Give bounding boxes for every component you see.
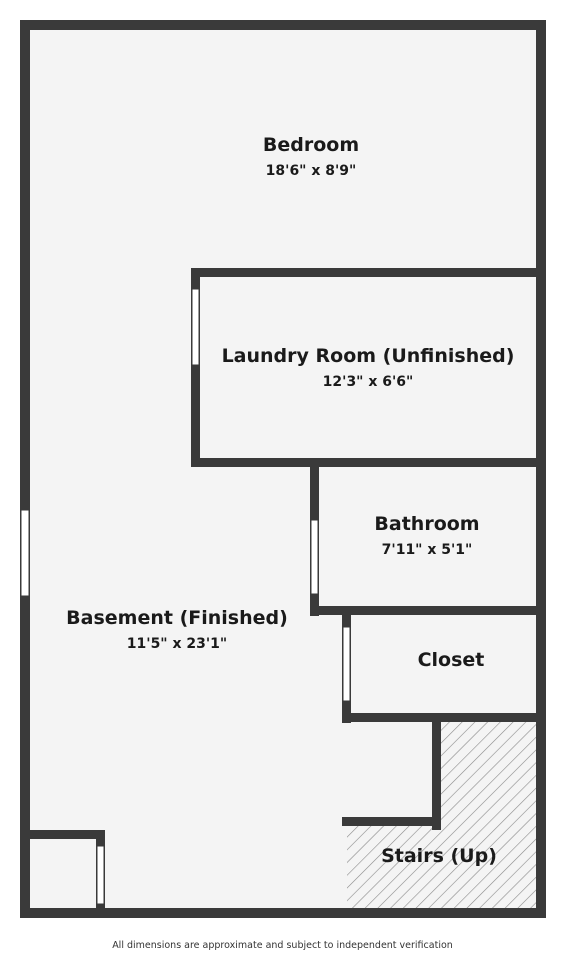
laundry-door — [191, 288, 200, 366]
laundry-dims: 12'3" x 6'6" — [323, 374, 414, 390]
outer-wall-bottom — [20, 908, 546, 918]
closet-door — [342, 626, 351, 702]
stairs-wall-horizontal — [342, 817, 441, 826]
stairs-wall-vertical — [432, 713, 441, 830]
laundry-name: Laundry Room (Unfinished) — [222, 345, 515, 367]
stairs-hatch — [347, 718, 540, 914]
walls — [20, 20, 546, 918]
nook-door — [96, 845, 105, 905]
outer-wall-left — [20, 20, 30, 918]
disclaimer-text: All dimensions are approximate and subje… — [112, 940, 453, 951]
bedroom-dims: 18'6" x 8'9" — [266, 163, 357, 179]
closet-name: Closet — [418, 649, 485, 671]
outer-wall-top — [20, 20, 546, 30]
laundry-wall-left — [191, 268, 200, 466]
floor-plan: Bedroom 18'6" x 8'9" Laundry Room (Unfin… — [20, 20, 546, 918]
bathroom-door — [310, 519, 319, 595]
bathroom-wall-bottom — [310, 606, 541, 615]
bedroom-name: Bedroom — [263, 134, 359, 156]
basement-dims: 11'5" x 23'1" — [127, 636, 227, 652]
exterior-window-left — [20, 509, 30, 597]
closet-wall-bottom — [342, 713, 541, 722]
outer-wall-right — [536, 20, 546, 918]
bathroom-dims: 7'11" x 5'1" — [382, 542, 473, 558]
openings — [20, 288, 351, 905]
laundry-wall-top — [191, 268, 541, 277]
basement-name: Basement (Finished) — [66, 607, 288, 629]
bathroom-name: Bathroom — [374, 513, 479, 535]
nook-wall-top — [20, 830, 105, 839]
stairs-name: Stairs (Up) — [381, 845, 497, 867]
laundry-wall-bottom — [191, 458, 541, 467]
